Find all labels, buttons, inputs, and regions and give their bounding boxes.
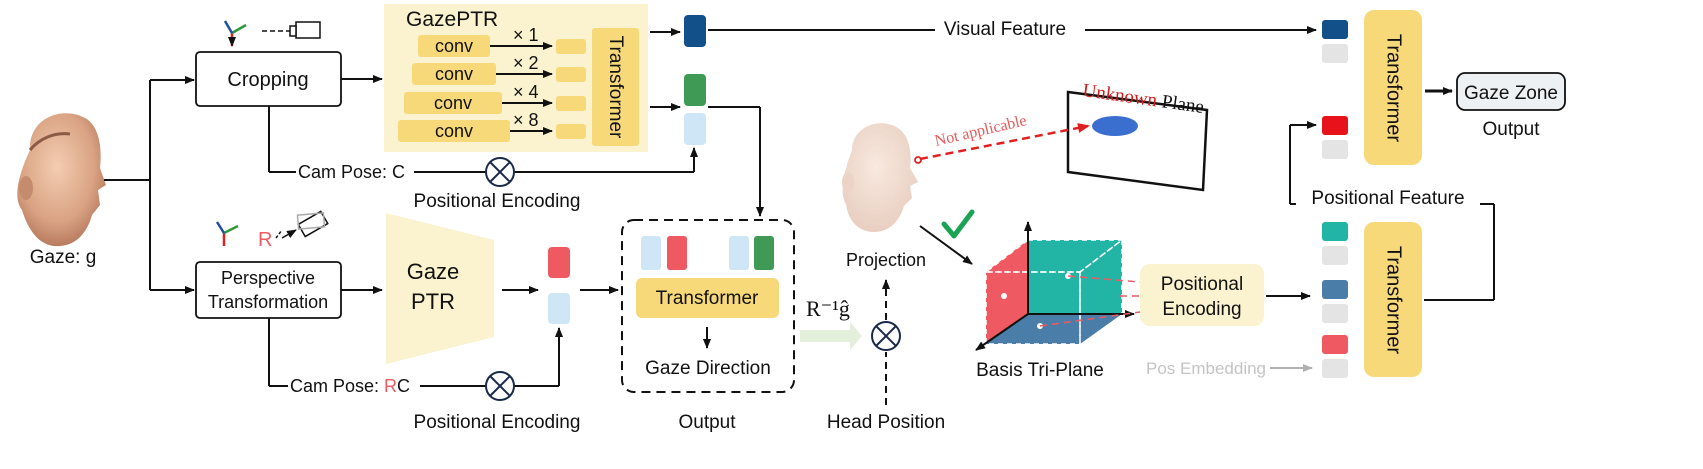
head-position-label: Head Position	[827, 412, 945, 433]
conv-stack: conv conv conv conv	[398, 35, 510, 142]
conv-block-4	[398, 120, 510, 142]
multiplier-4: × 8	[513, 110, 539, 130]
faded-face	[842, 123, 918, 232]
output-transformer	[636, 278, 779, 318]
positional-feature-loop	[1289, 121, 1495, 301]
positional-encoding-bottom: Positional Encoding	[414, 412, 581, 433]
otimes-icon-bottom	[485, 371, 515, 401]
face-caption: Gaze: g	[30, 247, 97, 268]
split-connector	[104, 76, 195, 294]
axis-icon	[223, 20, 247, 47]
feature-to-output-connector	[708, 106, 764, 217]
tri-plane-caption: Basis Tri-Plane	[976, 360, 1104, 381]
face-photo	[17, 113, 106, 247]
gaze-target-ellipse	[1092, 116, 1138, 136]
cam-pose-bottom-c: C	[397, 376, 410, 396]
cam-pose-connector-bottom	[268, 318, 563, 387]
gazeptr-transformer-label: Transformer	[605, 36, 626, 139]
triplane-to-pe-dashes	[1039, 275, 1141, 327]
multiplier-2: × 2	[513, 53, 539, 73]
pe-box-line2: Encoding	[1162, 299, 1241, 320]
pos-embedding-label: Pos Embedding	[1146, 359, 1266, 378]
multiplier-1: × 1	[513, 25, 539, 45]
output-panel-tokens	[641, 236, 774, 270]
projection-label: Projection	[846, 250, 926, 270]
light-blue-token-bottom	[548, 293, 570, 324]
gazeptr-title: GazePTR	[406, 8, 498, 31]
projection-arrow	[800, 322, 862, 350]
visual-token	[684, 15, 706, 47]
plane-blue	[986, 314, 1122, 344]
not-applicable-label: Not applicable	[933, 112, 1028, 150]
positional-encoding-top: Positional Encoding	[414, 191, 581, 212]
perspective-line1: Perspective	[221, 268, 315, 288]
bottom-transformer	[1364, 222, 1422, 377]
conv-label-3: conv	[434, 93, 472, 113]
rotated-camera-icon	[275, 210, 329, 239]
conv-label-4: conv	[435, 121, 473, 141]
light-blue-token-top	[684, 113, 706, 145]
conv-label-1: conv	[435, 36, 473, 56]
gaze-zone-label: Gaze Zone	[1464, 83, 1558, 104]
bottom-transformer-tokens	[1322, 222, 1348, 378]
green-token-top	[684, 74, 706, 106]
output-transformer-label: Transformer	[656, 288, 759, 309]
gazeptr-transformer	[592, 28, 639, 146]
top-transformer-tokens	[1322, 20, 1348, 159]
gaze-ptr-line2: PTR	[411, 289, 455, 314]
perspective-line2: Transformation	[208, 292, 328, 312]
otimes-icon-projection	[871, 321, 901, 351]
otimes-icon-top	[485, 157, 515, 187]
conv-block-3	[404, 92, 502, 114]
arrow-to-triplane	[919, 225, 973, 265]
projection-formula: R⁻¹ĝ	[806, 296, 850, 321]
gaze-ptr-line1: Gaze	[407, 259, 460, 284]
tri-plane-cube	[975, 221, 1135, 351]
gaze-zone-box	[1456, 72, 1566, 111]
bottom-transformer-label: Transformer	[1383, 246, 1405, 355]
camera-icon	[262, 21, 321, 39]
cropping-label: Cropping	[227, 69, 308, 91]
cam-pose-bottom-r: R	[384, 376, 397, 396]
conv-block-2	[412, 63, 496, 85]
output-caption: Output	[678, 412, 736, 433]
gaze-ptr-trapezoid	[386, 213, 494, 364]
scale-feature-tokens	[556, 39, 586, 139]
right-output-caption: Output	[1482, 119, 1540, 140]
pe-box-line1: Positional	[1161, 274, 1243, 295]
conv-label-2: conv	[435, 64, 473, 84]
check-icon	[941, 209, 975, 239]
gaze-direction-label: Gaze Direction	[645, 358, 771, 379]
cam-pose-top: Cam Pose: C	[298, 162, 405, 182]
plane-red	[986, 240, 1028, 344]
top-transformer	[1364, 10, 1422, 165]
not-applicable-arrow	[919, 123, 1090, 161]
visual-feature-label: Visual Feature	[944, 19, 1066, 40]
rotation-label: R	[258, 229, 272, 251]
axis-icon-bottom	[215, 221, 239, 246]
top-transformer-label: Transformer	[1383, 34, 1405, 143]
positional-encoding-box	[1140, 264, 1264, 326]
cam-pose-connector-top	[268, 106, 698, 173]
multiplier-3: × 4	[513, 82, 539, 102]
red-token-bottom	[548, 247, 570, 278]
conv-block-1	[418, 35, 490, 57]
cam-pose-bottom-prefix: Cam Pose: RC	[290, 376, 410, 396]
unknown-plane	[1066, 90, 1209, 192]
scale-arrows	[490, 42, 553, 135]
positional-feature-label: Positional Feature	[1311, 188, 1464, 209]
cam-pose-bottom-text: Cam Pose:	[290, 376, 384, 396]
